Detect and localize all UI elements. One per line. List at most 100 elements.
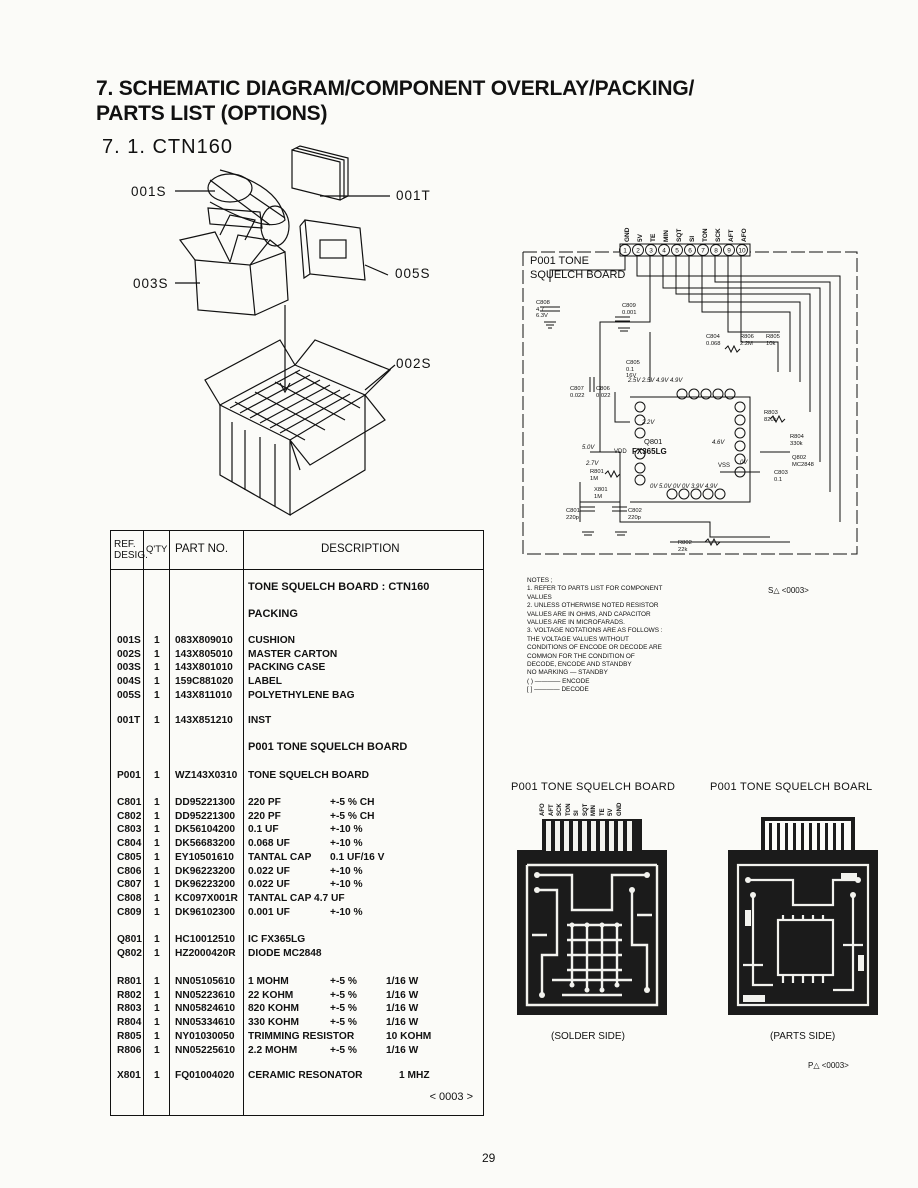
pcb-solder-caption: (SOLDER SIDE) [551,1031,625,1042]
cell-desc: TANTAL CAP [248,851,312,863]
cell-ref: 002S [117,648,141,660]
cell-part: DD95221300 [175,797,236,808]
pin-label: SCK [715,228,722,242]
component-value: 0.022 [596,392,611,399]
cell-desc: 1 MOHM [248,976,289,987]
pin-circle [671,244,683,256]
cell-tol: +-10 % [330,865,363,877]
cell-ref: C805 [117,851,142,863]
cell-ref: P001 [117,770,141,781]
cell-desc: 2.2 MOHM [248,1044,298,1056]
cell-qty: 1 [154,989,160,1001]
component-value: 220p [628,514,641,521]
cell-ref: R804 [117,1017,142,1029]
notes-heading: NOTES ; [527,577,553,584]
component-value: 1M [590,475,599,482]
cell-qty: 1 [154,797,160,808]
note-line: VALUES [527,593,552,601]
component-ref: R801 [590,469,604,475]
cell-qty: 1 [154,865,160,877]
cell-ref: Q802 [117,948,142,959]
cell-qty: 1 [154,635,160,646]
voltage-27: 2.7V [586,461,599,467]
cell-qty: 1 [154,851,160,863]
cell-desc: 0.1 UF [248,824,279,836]
cell-part: DK56683200 [175,838,236,850]
page-title-line1: 7. SCHEMATIC DIAGRAM/COMPONENT OVERLAY/P… [96,77,695,100]
component-ref: R802 [678,540,692,546]
component-ref: C801 [566,508,580,514]
cell-qty: 1 [154,1044,160,1056]
cell-ref: 001S [117,635,141,646]
pin-circle [658,244,670,256]
section-packing: PACKING [248,608,298,620]
cell-part: KC097X001R [175,892,238,904]
pin-number: 9 [727,248,731,255]
cell-desc: 220 PF [248,810,281,822]
cell-tol: +-10 % [330,879,363,891]
note-line: 1. REFER TO PARTS LIST FOR COMPONENT [527,585,663,593]
cell-qty: 1 [154,770,160,781]
cell-qty: 1 [154,892,160,904]
cell-ref: 003S [117,662,141,674]
pin-circle [619,244,631,256]
pin-label: AFO [741,228,748,242]
section-subtitle: 7. 1. CTN160 [102,136,233,158]
cell-qty: 1 [154,1003,160,1015]
component-value: 2.2M [740,340,753,347]
cell-ref: C802 [117,810,142,822]
cell-qty: 1 [154,648,160,660]
pin-label: MIN [663,230,670,242]
cell-tol: +-5 % [330,1044,357,1056]
cell-desc: 0.068 UF [248,838,290,850]
cell-part: NN05824610 [175,1003,236,1015]
header-ref: REF.DESIG. [114,539,148,561]
pin-number: 4 [662,248,666,255]
cell-extra: 10 KOHM [386,1030,432,1042]
section-p001: P001 TONE SQUELCH BOARD [248,741,408,753]
cell-extra: 1/16 W [386,1003,419,1015]
voltage-vss: 0V [740,460,748,466]
cell-part: NN05334610 [175,1017,236,1029]
component-ref: C806 [596,386,610,392]
component-ref: R805 [766,334,780,340]
component-ref: C807 [570,386,584,392]
page-title-line2: PARTS LIST (OPTIONS) [96,102,328,125]
cell-qty: 1 [154,1017,160,1029]
cell-ref: R806 [117,1044,142,1056]
pin-circle [710,244,722,256]
cell-qty: 1 [154,1070,160,1081]
cell-qty: 1 [154,715,160,726]
component-value: 820k [764,416,777,423]
pin-label: TE [650,233,657,242]
cell-desc: 220 PF [248,797,281,808]
component-ref: Q802 [792,455,807,461]
cell-desc: IC FX365LG [248,934,306,945]
pin-number: 7 [701,248,705,255]
voltage-vdd: 5.0V [582,445,595,451]
cell-qty: 1 [154,689,160,701]
component-rating: 16V [626,373,637,379]
component-ref: C809 [622,303,636,309]
